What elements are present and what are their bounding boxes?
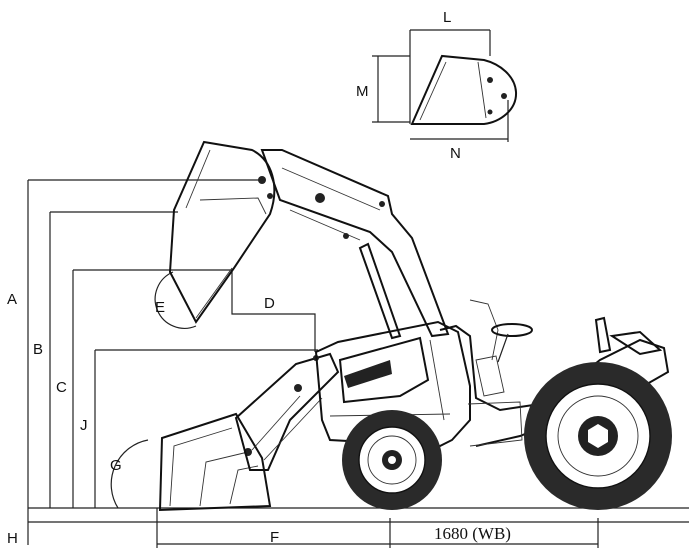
dimension-c: [72, 269, 232, 508]
label-c: C: [56, 379, 67, 396]
tractor-body: [314, 299, 670, 448]
label-b: B: [33, 341, 43, 358]
dimension-b: [49, 211, 178, 508]
wheelbase-label: 1680 (WB): [434, 524, 511, 543]
label-e: E: [155, 299, 165, 316]
label-l: L: [443, 9, 451, 26]
label-h: H: [7, 530, 18, 547]
front-wheel: [342, 410, 442, 510]
bucket-detail: [372, 29, 518, 142]
label-m: M: [356, 83, 369, 100]
lowered-boom: [234, 352, 340, 471]
dimension-j: [94, 349, 318, 508]
raised-boom: [260, 149, 450, 340]
dimension-labels: A B C D E F G H J L M N 1680 (WB): [7, 9, 511, 547]
dimension-d: [231, 270, 316, 352]
rear-wheel: [524, 362, 672, 510]
angle-g: [110, 439, 149, 509]
label-n: N: [450, 145, 461, 162]
label-d: D: [264, 295, 275, 312]
dimension-f: [156, 508, 391, 548]
ground-line: [28, 507, 689, 523]
dimension-wheelbase: [390, 518, 599, 548]
label-j: J: [80, 417, 88, 434]
lowered-bucket: [158, 412, 272, 512]
dimension-a: [27, 179, 262, 508]
label-g: G: [110, 457, 122, 474]
raised-bucket: [168, 140, 276, 324]
label-f: F: [270, 529, 279, 546]
label-a: A: [7, 291, 17, 308]
angle-e: [154, 271, 197, 329]
